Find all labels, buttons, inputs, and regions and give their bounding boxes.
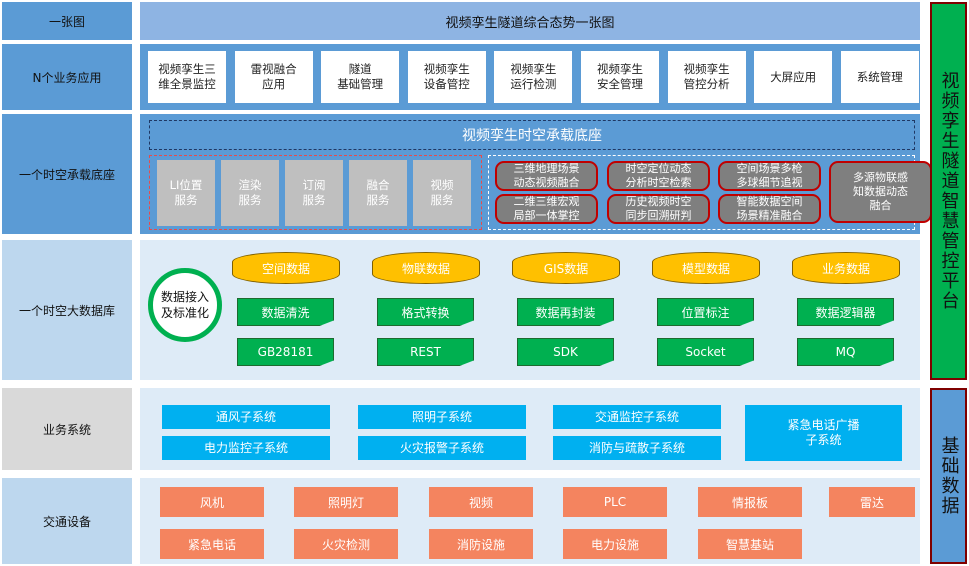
device-item: 照明灯 bbox=[294, 487, 398, 517]
database-cylinder: 模型数据 bbox=[652, 252, 760, 284]
subsystem-item: 火灾报警子系统 bbox=[358, 436, 526, 460]
device-item: PLC bbox=[563, 487, 667, 517]
row-label-big-database: 一个时空大数据库 bbox=[2, 240, 132, 380]
row-label-business-apps: N个业务应用 bbox=[2, 44, 132, 110]
database-cylinder: 物联数据 bbox=[372, 252, 480, 284]
app-item: 视频孪生 安全管理 bbox=[581, 51, 659, 103]
capability-item: 空间场景多枪 多球细节追视 bbox=[718, 161, 821, 191]
capability-item: 多源物联感 知数据动态 融合 bbox=[829, 161, 932, 223]
device-item: 视频 bbox=[429, 487, 533, 517]
subsystem-item: 交通监控子系统 bbox=[553, 405, 721, 429]
row-label-one-map: 一张图 bbox=[2, 2, 132, 40]
process-item: 数据再封装 bbox=[517, 298, 614, 326]
capability-item: 时空定位动态 分析时空检索 bbox=[607, 161, 710, 191]
device-item: 雷达 bbox=[829, 487, 915, 517]
row-label-spatiotemporal-base: 一个时空承载底座 bbox=[2, 114, 132, 234]
service-item: 渲染 服务 bbox=[221, 160, 279, 226]
device-item: 风机 bbox=[160, 487, 264, 517]
service-item: 订阅 服务 bbox=[285, 160, 343, 226]
process-item: 数据逻辑器 bbox=[797, 298, 894, 326]
services-frame bbox=[149, 155, 482, 230]
row-label-business-systems: 业务系统 bbox=[2, 388, 132, 470]
capability-item: 历史视频时空 同步回溯研判 bbox=[607, 194, 710, 224]
database-cylinder: 空间数据 bbox=[232, 252, 340, 284]
capability-item: 二维三维宏观 局部一体掌控 bbox=[495, 194, 598, 224]
process-item: 格式转换 bbox=[377, 298, 474, 326]
app-item: 视频孪生 管控分析 bbox=[667, 51, 746, 103]
device-item: 紧急电话 bbox=[160, 529, 264, 559]
app-item: 隧道 基础管理 bbox=[321, 51, 400, 103]
comprehensive-map-title: 视频孪生隧道综合态势一张图 bbox=[140, 2, 920, 40]
subsystem-item: 通风子系统 bbox=[162, 405, 330, 429]
row-label-traffic-devices: 交通设备 bbox=[2, 478, 132, 564]
capability-item: 智能数据空间 场景精准融合 bbox=[718, 194, 821, 224]
protocol-item: MQ bbox=[797, 338, 894, 366]
app-item: 雷视融合 应用 bbox=[234, 51, 313, 103]
process-item: 数据清洗 bbox=[237, 298, 334, 326]
app-item: 视频孪生 设备管控 bbox=[407, 51, 486, 103]
platform-title: 视频孪生时空承载底座 bbox=[149, 120, 915, 150]
app-item: 视频孪生 运行检测 bbox=[494, 51, 573, 103]
protocol-item: REST bbox=[377, 338, 474, 366]
service-item: 视频 服务 bbox=[413, 160, 471, 226]
service-item: 融合 服务 bbox=[349, 160, 407, 226]
subsystem-item: 消防与疏散子系统 bbox=[553, 436, 721, 460]
protocol-item: SDK bbox=[517, 338, 614, 366]
database-cylinder: GIS数据 bbox=[512, 252, 620, 284]
subsystem-item: 紧急电话广播 子系统 bbox=[745, 405, 902, 461]
side-label-platform: 视频孪生隧道智慧管控平台 bbox=[930, 2, 967, 380]
device-item: 智慧基站 bbox=[698, 529, 802, 559]
app-item: 视频孪生三 维全景监控 bbox=[148, 51, 226, 103]
device-item: 火灾检测 bbox=[294, 529, 398, 559]
subsystem-item: 照明子系统 bbox=[358, 405, 526, 429]
side-label-base-data: 基础数据 bbox=[930, 388, 967, 564]
protocol-item: Socket bbox=[657, 338, 754, 366]
device-item: 情报板 bbox=[698, 487, 802, 517]
device-item: 消防设施 bbox=[429, 529, 533, 559]
service-item: LI位置 服务 bbox=[157, 160, 215, 226]
app-item: 大屏应用 bbox=[754, 51, 833, 103]
protocol-item: GB28181 bbox=[237, 338, 334, 366]
process-item: 位置标注 bbox=[657, 298, 754, 326]
app-item: 系统管理 bbox=[840, 51, 919, 103]
database-cylinder: 业务数据 bbox=[792, 252, 900, 284]
capability-item: 三维地理场景 动态视频融合 bbox=[495, 161, 598, 191]
subsystem-item: 电力监控子系统 bbox=[162, 436, 330, 460]
device-item: 电力设施 bbox=[563, 529, 667, 559]
data-access-standardization: 数据接入 及标准化 bbox=[148, 268, 222, 342]
